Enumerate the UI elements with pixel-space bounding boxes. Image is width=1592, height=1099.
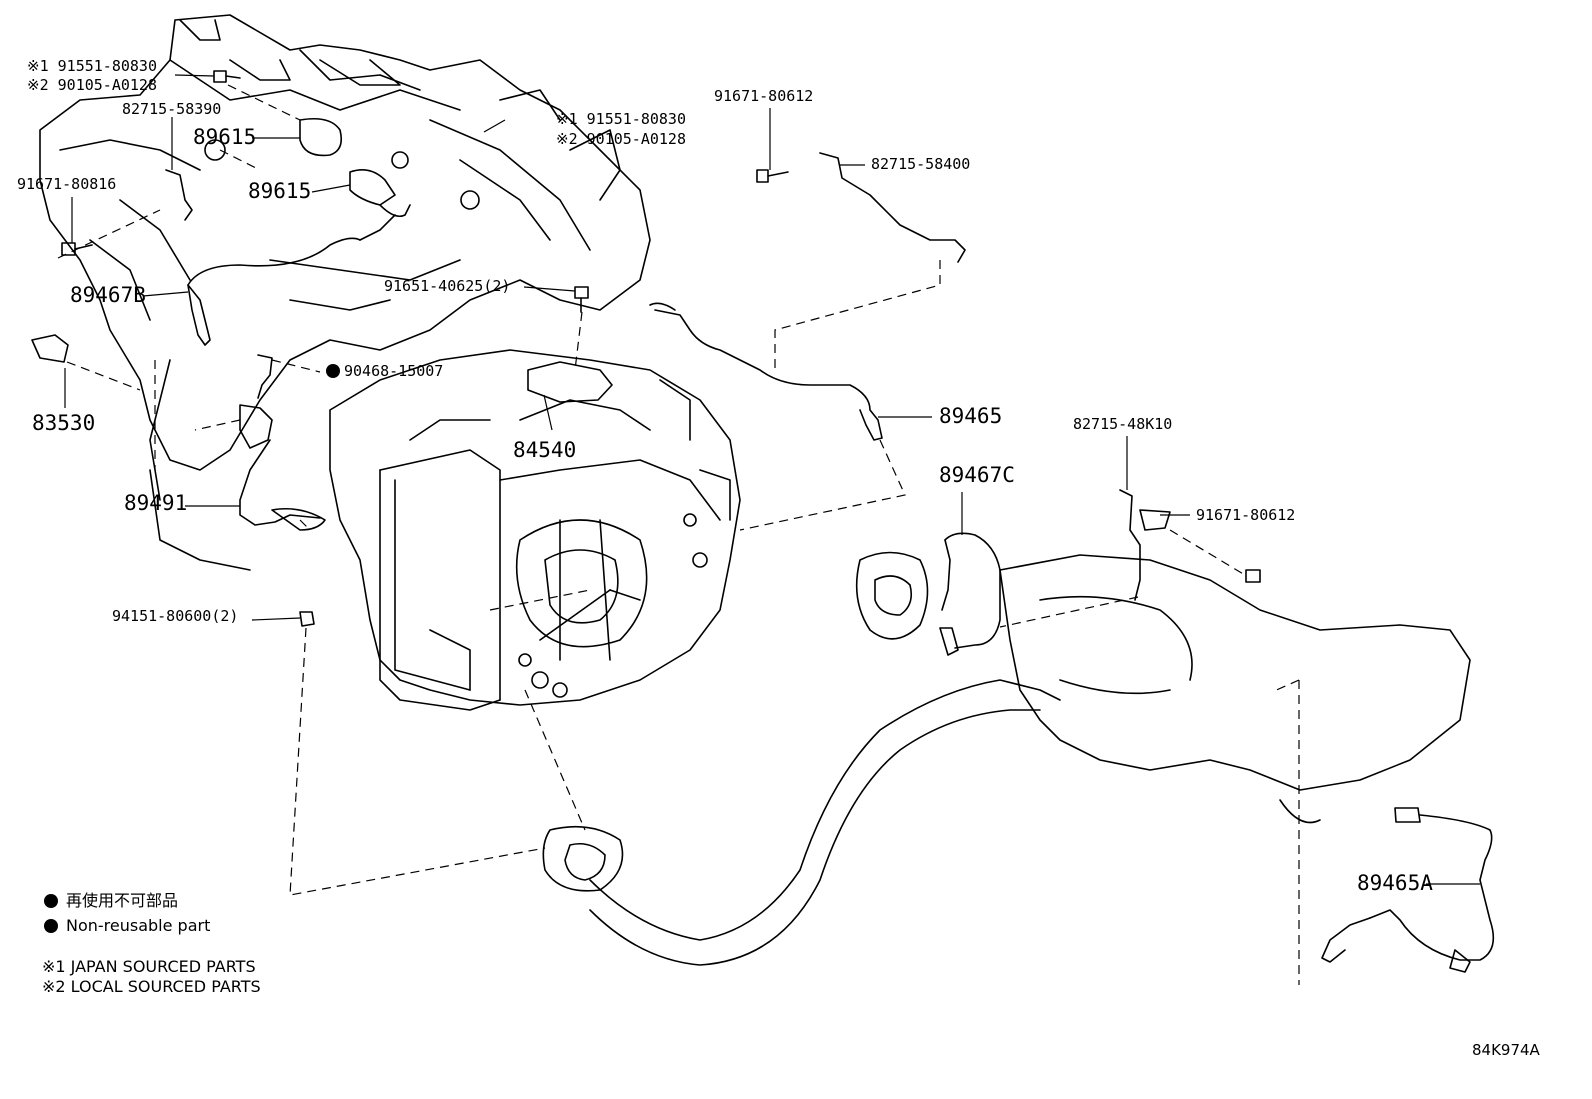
engine-block-illustration: [39, 14, 651, 571]
legend-note-japan-sourced: ※1 JAPAN SOURCED PARTS: [42, 957, 256, 976]
callout-bolt-91671-80816: 91671-80816: [17, 175, 117, 193]
non-reusable-dot-icon: [326, 364, 340, 378]
callout-bracket-82715-48K10: 82715-48K10: [1073, 415, 1173, 433]
callout-bolt-91671-80612-right: 91671-80612: [1196, 506, 1296, 524]
callout-sensor-89615-upper: 89615: [193, 125, 257, 149]
callout-bracket-82715-58390: 82715-58390: [122, 100, 222, 118]
exhaust-pipe-illustration: [542, 551, 1471, 966]
callout-sensor-89467B: 89467B: [70, 283, 146, 307]
callout-clip-90468-15007: 90468-15007: [326, 364, 443, 379]
callout-sensor-89465: 89465: [939, 404, 1003, 428]
callout-bolt-a-91551-80830-right: ※1 91551-80830: [556, 110, 686, 128]
legend-non-reusable-jp: 再使用不可部品: [44, 893, 178, 909]
callout-bolt-b-90105-A0128-right: ※2 90105-A0128: [556, 130, 686, 148]
legend-non-reusable-jp-text: 再使用不可部品: [66, 891, 179, 910]
callout-sensor-89615-lower: 89615: [248, 179, 312, 203]
reference-lines: [57, 84, 1300, 985]
callout-bracket-82715-58400: 82715-58400: [871, 155, 971, 173]
leader-lines: [64, 74, 1480, 885]
callout-sensor-89465A: 89465A: [1357, 871, 1433, 895]
callout-nut-94151-80600: 94151-80600(2): [112, 607, 239, 625]
callout-clip-90468-15007-text: 90468-15007: [344, 362, 444, 380]
legend-non-reusable-en: Non-reusable part: [44, 918, 210, 934]
legend-note-local-sourced: ※2 LOCAL SOURCED PARTS: [42, 977, 261, 996]
callout-bolt-91651-40625: 91651-40625(2): [384, 277, 511, 295]
legend-non-reusable-en-text: Non-reusable part: [66, 916, 211, 935]
callout-sensor-89467C: 89467C: [939, 463, 1015, 487]
callout-bolt-91671-80612-top: 91671-80612: [714, 87, 814, 105]
callout-sensor-84540: 84540: [513, 438, 577, 462]
transmission-illustration: [329, 349, 741, 711]
callout-bolt-b-90105-A0128: ※2 90105-A0128: [27, 76, 157, 94]
diagram-id: 84K974A: [1472, 1041, 1540, 1059]
non-reusable-dot-icon: [44, 894, 58, 908]
callout-sensor-83530: 83530: [32, 411, 96, 435]
non-reusable-dot-icon: [44, 919, 58, 933]
callout-sensor-89491: 89491: [124, 491, 188, 515]
parts-illustration: [31, 70, 1495, 973]
callout-bolt-a-91551-80830: ※1 91551-80830: [27, 57, 157, 75]
